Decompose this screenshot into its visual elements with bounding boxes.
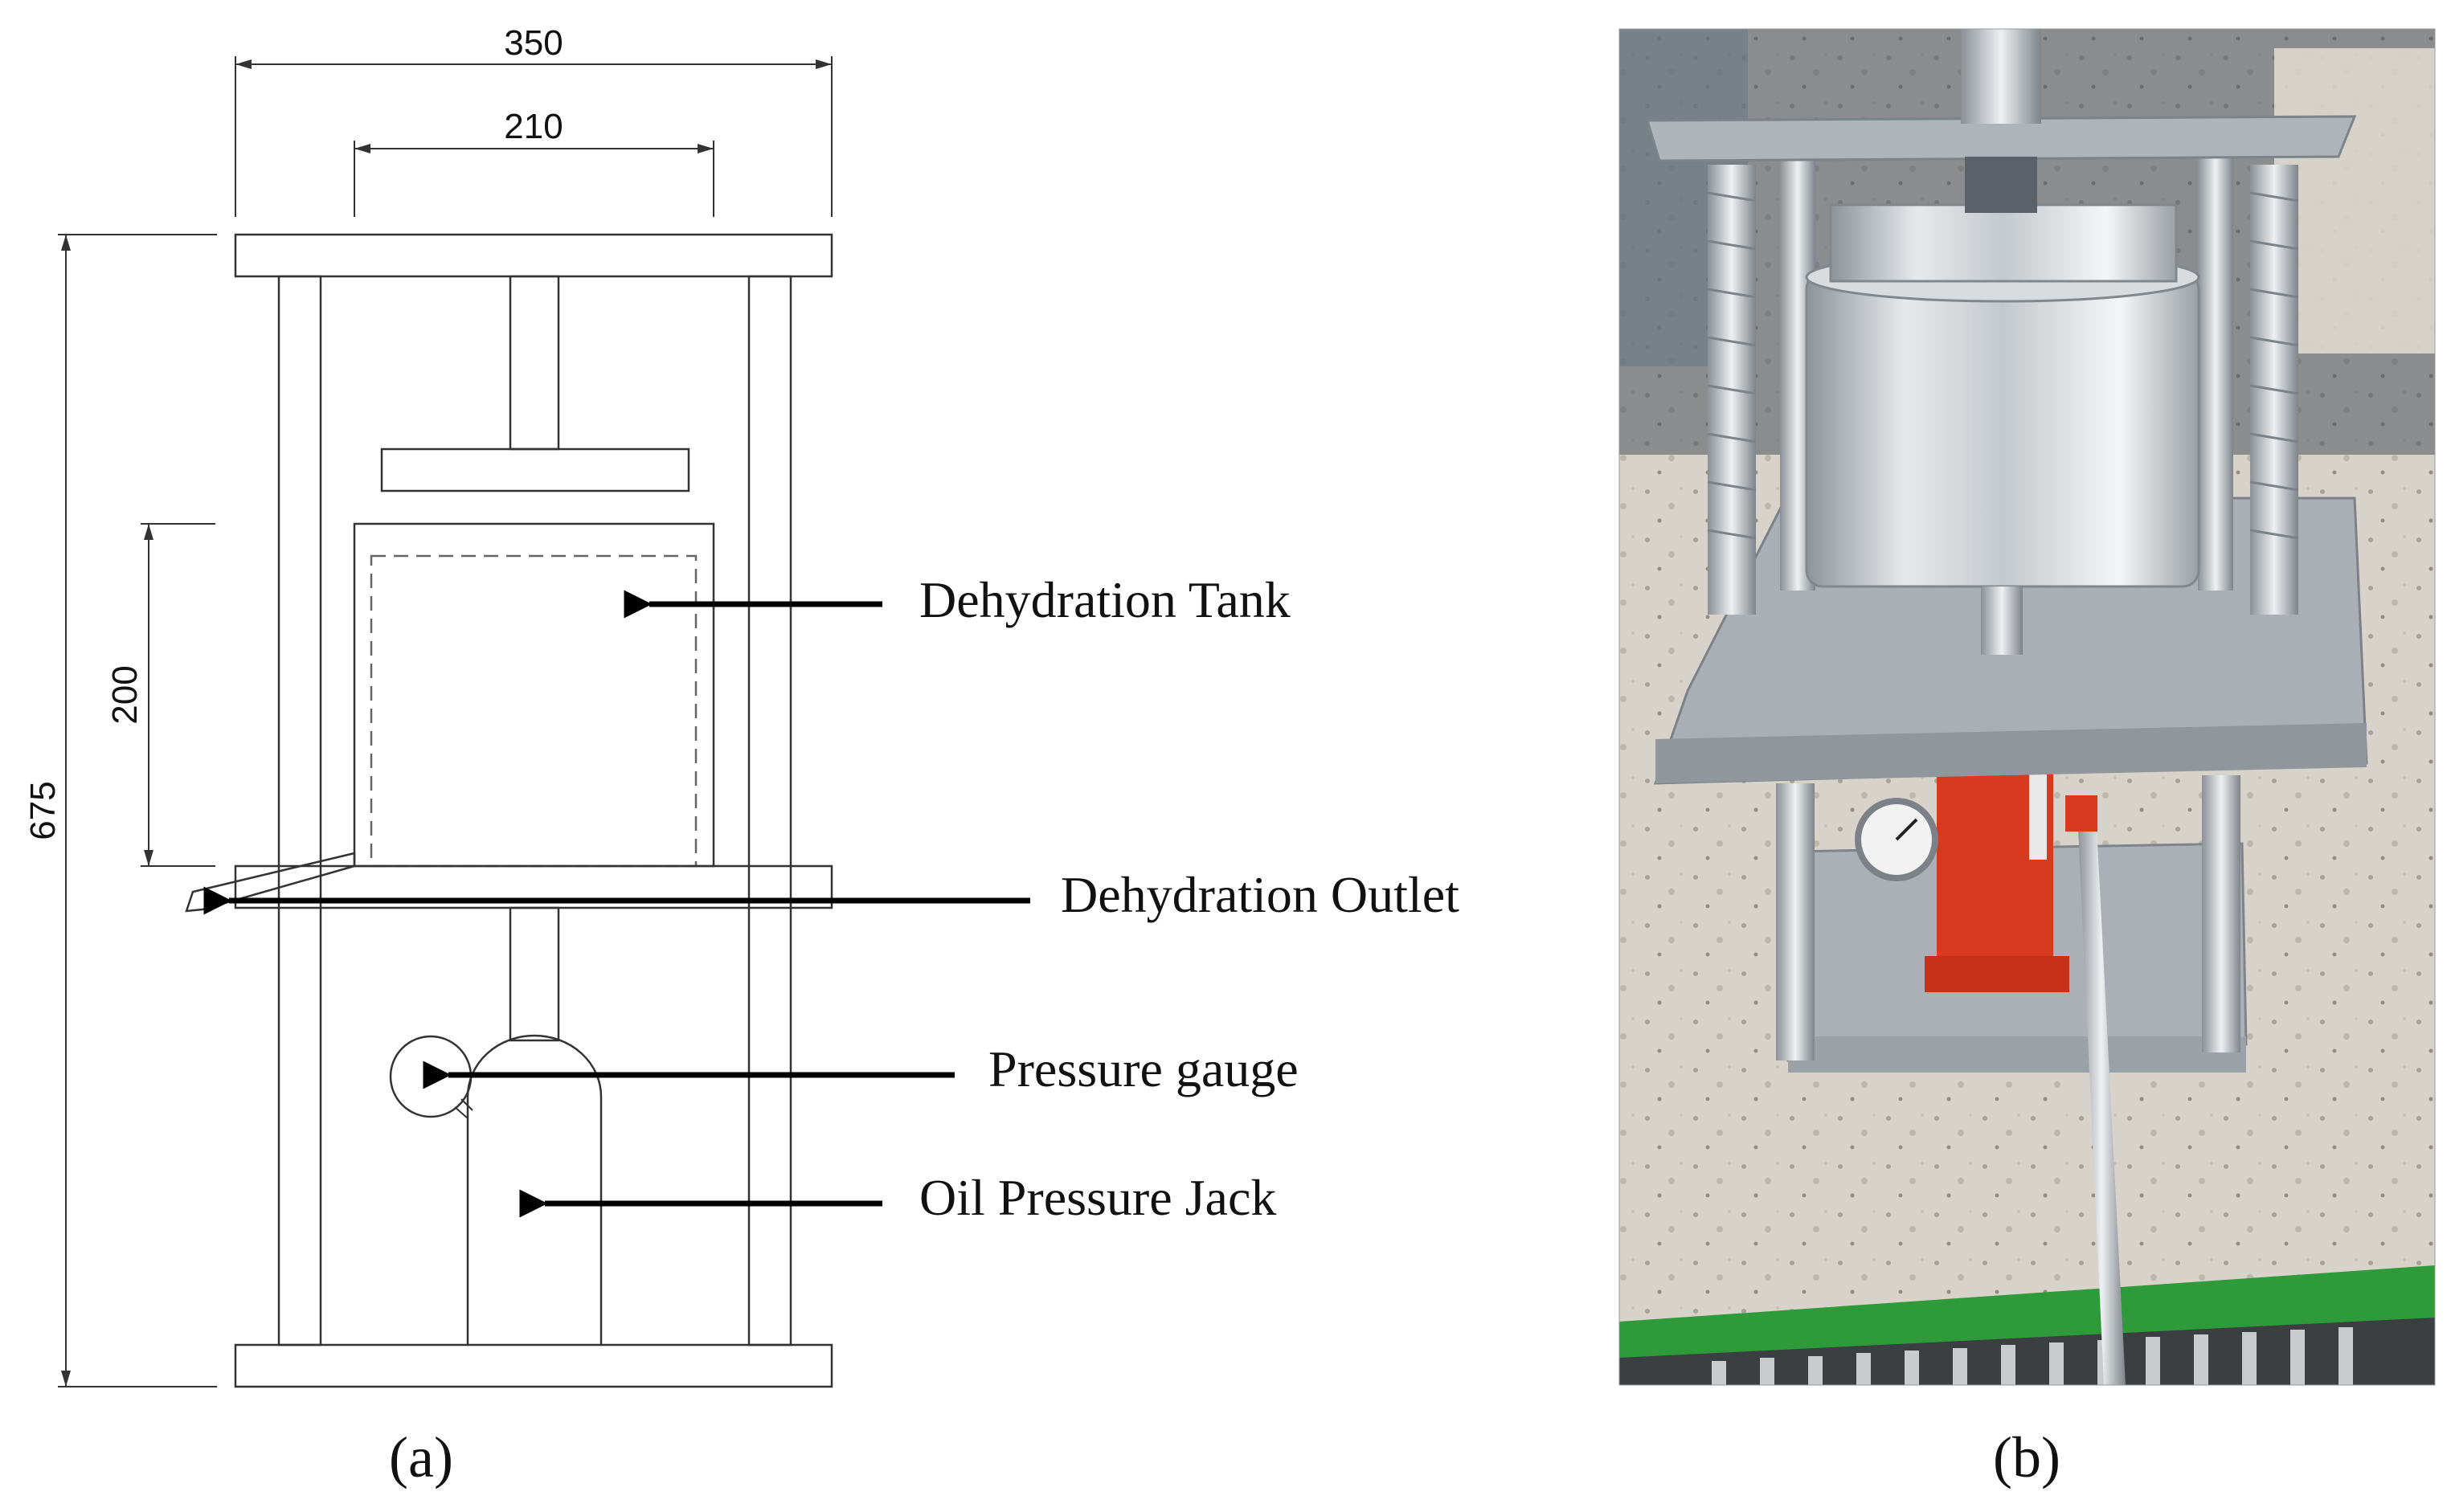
dimension-label-outer-width: 350: [504, 23, 563, 63]
dimension-label-tank-height: 200: [105, 665, 145, 724]
dehydration-tank-inner: [370, 554, 698, 868]
jack-ram: [509, 906, 560, 1042]
photo-lower-rod-left: [1776, 783, 1815, 1060]
photo-dehydration-tank: [1805, 272, 2200, 588]
caption-b: (b): [1993, 1425, 2060, 1490]
dimension-tank-height: 200: [105, 523, 215, 867]
right-column: [747, 275, 792, 1346]
pressing-plate: [380, 447, 690, 492]
caption-a: (a): [389, 1425, 453, 1490]
photo-lower-rod-right: [2202, 775, 2240, 1052]
photo-threaded-rods: [1707, 141, 2299, 615]
outlet-spout: [185, 852, 356, 913]
label-dehydration-outlet: Dehydration Outlet: [1061, 866, 1459, 923]
dimension-label-total-height: 675: [23, 781, 63, 840]
dimension-total-height: 675: [23, 234, 217, 1387]
dimension-outer-width: 350: [235, 23, 833, 217]
label-dehydration-tank: Dehydration Tank: [919, 571, 1291, 628]
device-photo: (b): [1618, 28, 2436, 1490]
top-plate: [234, 233, 833, 278]
label-pressure-gauge: Pressure gauge: [988, 1040, 1299, 1097]
label-oil-pressure-jack: Oil Pressure Jack: [919, 1169, 1276, 1226]
photo-top-plate: [1645, 115, 2357, 162]
dimension-inner-width: 210: [354, 107, 714, 217]
technical-drawing: 350 210 675 200: [23, 23, 1459, 1490]
dehydration-tank-outline: [353, 522, 715, 868]
bottom-plate: [234, 1343, 833, 1388]
photo-jack-handle: [2077, 811, 2126, 1385]
dimension-label-inner-width: 210: [504, 107, 563, 146]
left-column: [277, 275, 322, 1346]
press-screw: [509, 275, 560, 451]
oil-pressure-jack: [466, 1034, 603, 1345]
